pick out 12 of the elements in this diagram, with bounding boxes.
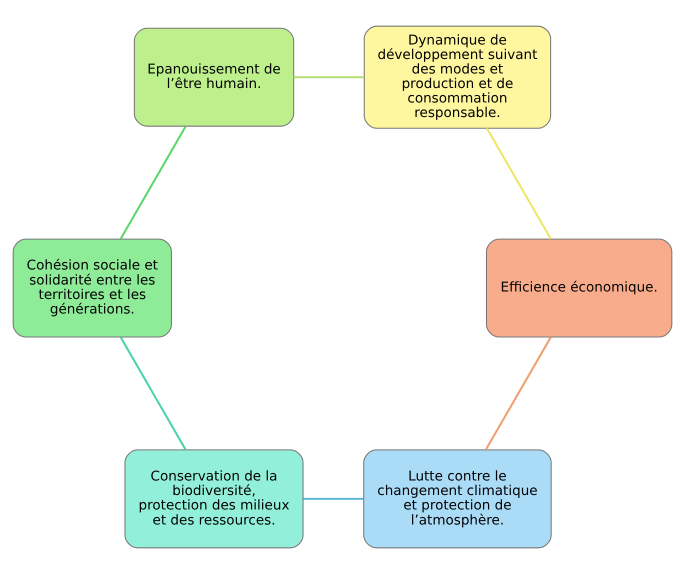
- node-box: Dynamique de développement suivant des modes et production et de consommation responsable.: [363, 26, 551, 129]
- connector: [119, 126, 186, 240]
- connector: [119, 336, 186, 450]
- connector: [484, 336, 552, 450]
- connector: [302, 498, 364, 500]
- node-box: Conservation de la biodiversité, protection des milieux et des ressources.: [124, 449, 304, 548]
- connector: [293, 76, 364, 78]
- node-box: Efficience économique.: [485, 238, 672, 338]
- connector: [486, 128, 552, 240]
- node-box: Cohésion sociale et solidarité entre les territoires et les générations.: [12, 238, 172, 338]
- node-box: Epanouissement de l’être humain.: [133, 28, 294, 127]
- node-box: Lutte contre le changement climatique et protection de l’atmosphère.: [362, 449, 552, 548]
